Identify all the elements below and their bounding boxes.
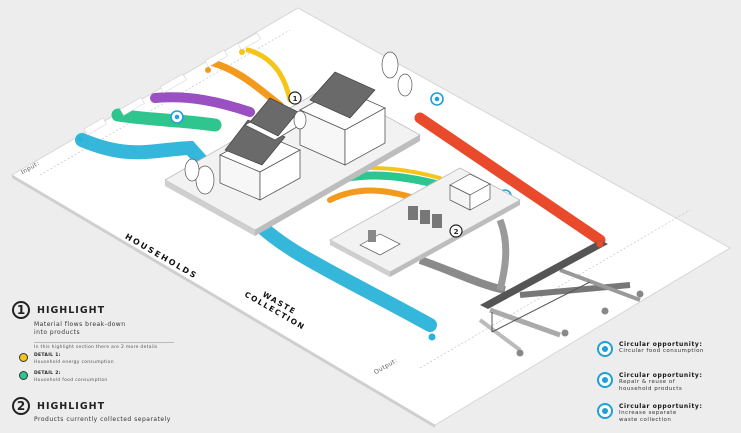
separately-collected-box	[408, 206, 442, 228]
undefined-box	[359, 230, 401, 256]
highlight-1-marker: 1	[288, 91, 302, 105]
board-edge	[12, 175, 435, 428]
house-3	[299, 71, 386, 166]
opportunity-marker-2	[430, 92, 444, 106]
input-line	[39, 29, 291, 176]
flow-grey-2	[496, 218, 510, 291]
mixed-waste-box	[449, 173, 491, 211]
flow-grey-4	[489, 307, 561, 338]
trees	[184, 51, 413, 195]
svg-text:1: 1	[293, 95, 298, 103]
flow-grey-5	[478, 318, 522, 352]
flow-green	[111, 108, 222, 132]
flow-red	[414, 112, 606, 246]
flow-grey-6	[559, 268, 641, 302]
flow-purple	[150, 92, 255, 117]
waste-treatment-bar	[480, 240, 608, 309]
opportunity-marker-1	[170, 110, 184, 124]
svg-text:2: 2	[454, 228, 459, 236]
flow-yellow	[245, 47, 293, 103]
house-1	[219, 119, 301, 201]
input-tags	[77, 32, 261, 142]
highlight-2-marker: 2	[449, 224, 463, 238]
board	[11, 7, 731, 426]
output-nodes	[428, 240, 644, 357]
